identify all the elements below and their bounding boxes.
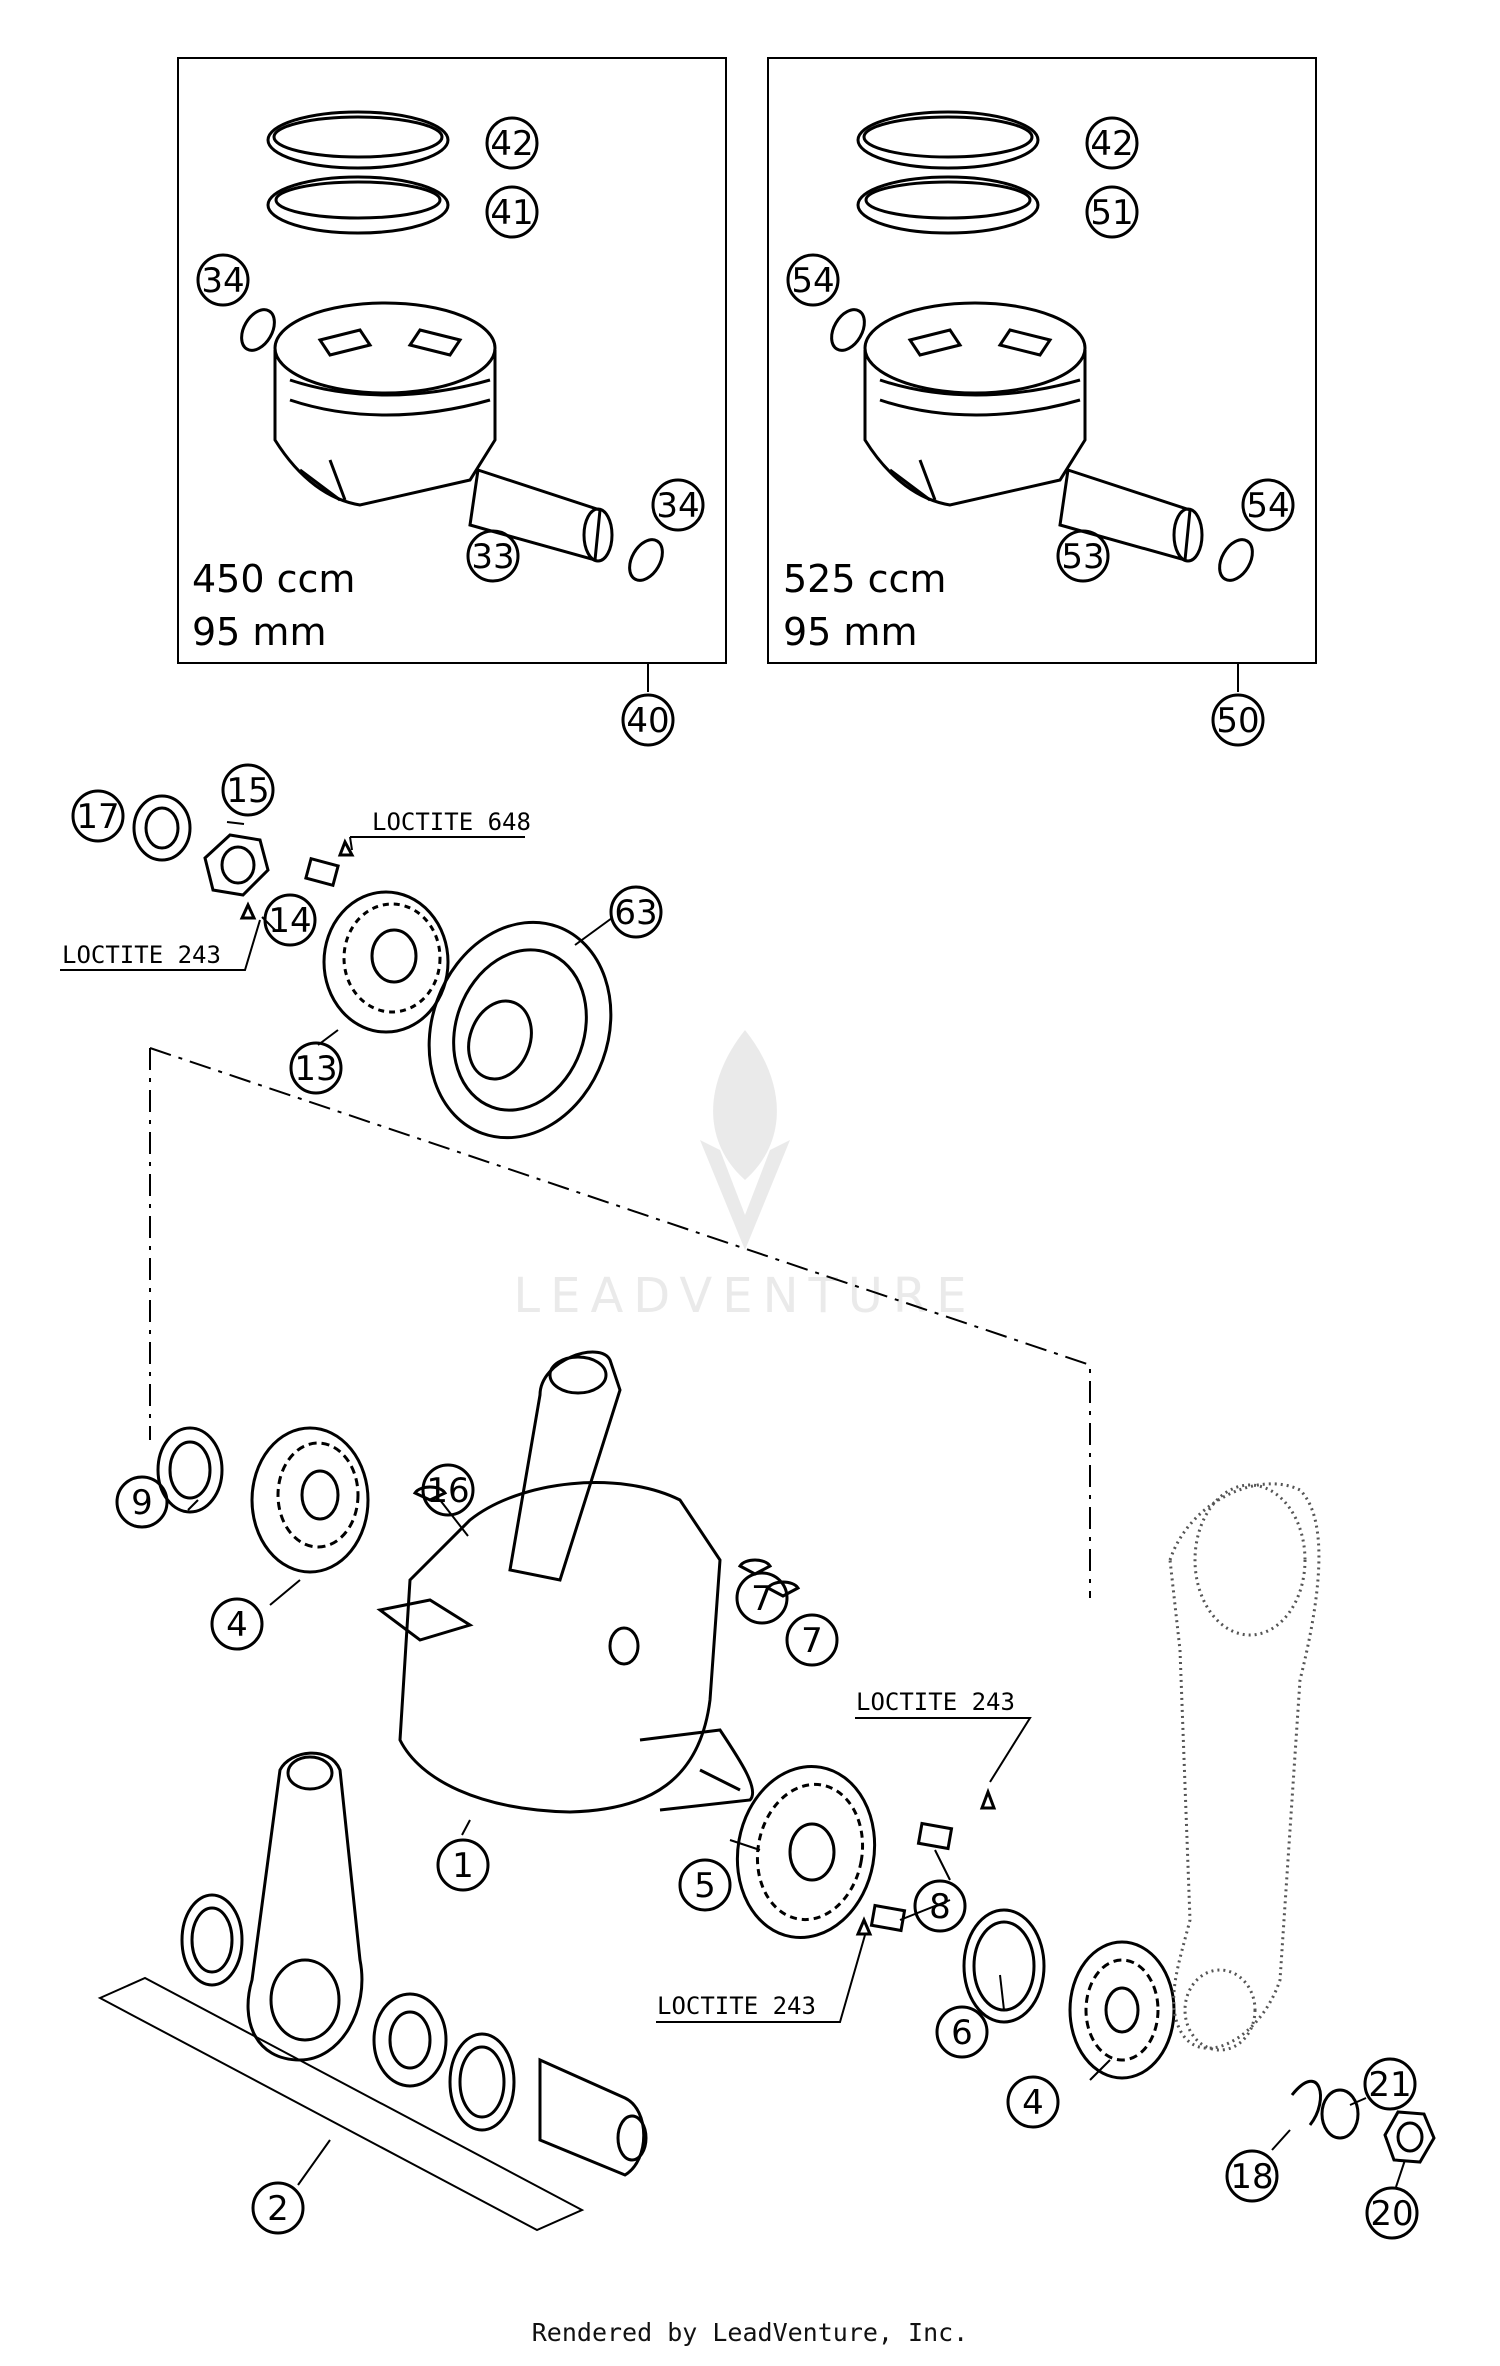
callout-5: 5 (678, 1858, 732, 1912)
dashed-assembly-outline (149, 1047, 1091, 1598)
callout-17: 17 (71, 789, 125, 843)
callout-51: 51 (1085, 185, 1139, 239)
callout-8: 8 (913, 1879, 967, 1933)
svg-text:21: 21 (1368, 2065, 1411, 2105)
svg-text:53: 53 (1061, 537, 1104, 577)
svg-text:34: 34 (201, 261, 244, 301)
svg-text:5: 5 (694, 1866, 716, 1906)
kit-left-displacement: 450 ccm (192, 557, 355, 601)
callout-54-lower-right: 54 (1241, 478, 1295, 532)
callout-13: 13 (289, 1041, 343, 1095)
svg-text:63: 63 (614, 893, 657, 933)
callout-42-right: 42 (1085, 116, 1139, 170)
callout-9: 9 (115, 1475, 169, 1529)
svg-text:41: 41 (490, 193, 533, 233)
upper-left-parts (132, 794, 613, 1140)
svg-text:14: 14 (268, 901, 311, 941)
callout-15: 15 (221, 763, 275, 817)
callout-6: 6 (935, 2005, 989, 2059)
callout-34-upper-left: 34 (196, 253, 250, 307)
svg-text:4: 4 (1022, 2083, 1044, 2123)
kit-left-spec: 450 ccm 95 mm (192, 557, 355, 654)
kit-right-bore: 95 mm (783, 610, 917, 654)
callout-50: 50 (1211, 693, 1265, 747)
note-loctite-243-left: LOCTITE 243 (62, 941, 221, 969)
svg-text:17: 17 (76, 797, 119, 837)
callout-54-upper-right: 54 (786, 253, 840, 307)
svg-text:6: 6 (951, 2013, 973, 2053)
watermark-text: LEADVENTURE (513, 1268, 976, 1324)
note-loctite-243-right-bottom: LOCTITE 243 (657, 1992, 816, 2020)
callout-18: 18 (1225, 2149, 1279, 2203)
note-loctite-243-right-top: LOCTITE 243 (856, 1688, 1015, 1716)
callout-63: 63 (609, 885, 663, 939)
callout-41: 41 (485, 185, 539, 239)
svg-text:54: 54 (791, 261, 834, 301)
svg-text:2: 2 (267, 2189, 289, 2229)
piston-kit-left-parts (240, 110, 664, 582)
loctite-notes: LOCTITE 648 LOCTITE 243 LOCTITE 243 LOCT… (62, 808, 1015, 2020)
callout-2: 2 (251, 2181, 305, 2235)
svg-text:40: 40 (626, 701, 669, 741)
callout-14: 14 (263, 893, 317, 947)
kit-left-bore: 95 mm (192, 610, 326, 654)
callout-16: 16 (421, 1463, 475, 1517)
piston-kit-right-parts (830, 110, 1254, 582)
kit-right-spec: 525 ccm 95 mm (783, 557, 946, 654)
svg-text:7: 7 (801, 1621, 823, 1661)
callout-40: 40 (621, 693, 675, 747)
callout-4-left: 4 (210, 1597, 264, 1651)
callout-53: 53 (1056, 529, 1110, 583)
callout-33: 33 (466, 529, 520, 583)
connecting-rod-kit (97, 1751, 648, 2232)
lower-right-parts (735, 1764, 1176, 2080)
leader-lines (60, 821, 1406, 2188)
svg-text:8: 8 (929, 1887, 951, 1927)
callout-7-second: 7 (785, 1613, 839, 1667)
svg-text:42: 42 (490, 124, 533, 164)
svg-text:42: 42 (1090, 124, 1133, 164)
bottom-right-hardware (1290, 2079, 1436, 2164)
kit-box-left (177, 57, 727, 692)
ghost-connecting-rod (1168, 1482, 1321, 2052)
kit-right-displacement: 525 ccm (783, 557, 946, 601)
svg-text:34: 34 (656, 486, 699, 526)
callout-34-lower-left: 34 (651, 478, 705, 532)
svg-text:9: 9 (131, 1483, 153, 1523)
svg-text:50: 50 (1216, 701, 1259, 741)
callout-1: 1 (436, 1838, 490, 1892)
svg-text:4: 4 (226, 1605, 248, 1645)
svg-text:54: 54 (1246, 486, 1289, 526)
svg-text:51: 51 (1090, 193, 1133, 233)
watermark: LEADVENTURE (513, 1030, 976, 1324)
svg-text:33: 33 (471, 537, 514, 577)
note-loctite-648: LOCTITE 648 (372, 808, 531, 836)
callout-20: 20 (1365, 2186, 1419, 2240)
footer-credit: Rendered by LeadVenture, Inc. (531, 2318, 969, 2347)
svg-text:1: 1 (452, 1846, 474, 1886)
callout-42-left: 42 (485, 116, 539, 170)
svg-text:18: 18 (1230, 2157, 1273, 2197)
callout-4-right: 4 (1006, 2075, 1060, 2129)
svg-text:7: 7 (751, 1579, 773, 1619)
svg-text:15: 15 (226, 771, 269, 811)
svg-text:16: 16 (426, 1471, 469, 1511)
svg-text:20: 20 (1370, 2194, 1413, 2234)
crankshaft (156, 1350, 801, 1814)
callout-21: 21 (1363, 2057, 1417, 2111)
callout-7-first: 7 (735, 1571, 789, 1625)
kit-box-right (767, 57, 1317, 692)
svg-text:13: 13 (294, 1049, 337, 1089)
callouts: 42 41 34 33 34 40 42 51 54 53 54 50 17 1… (71, 116, 1419, 2240)
